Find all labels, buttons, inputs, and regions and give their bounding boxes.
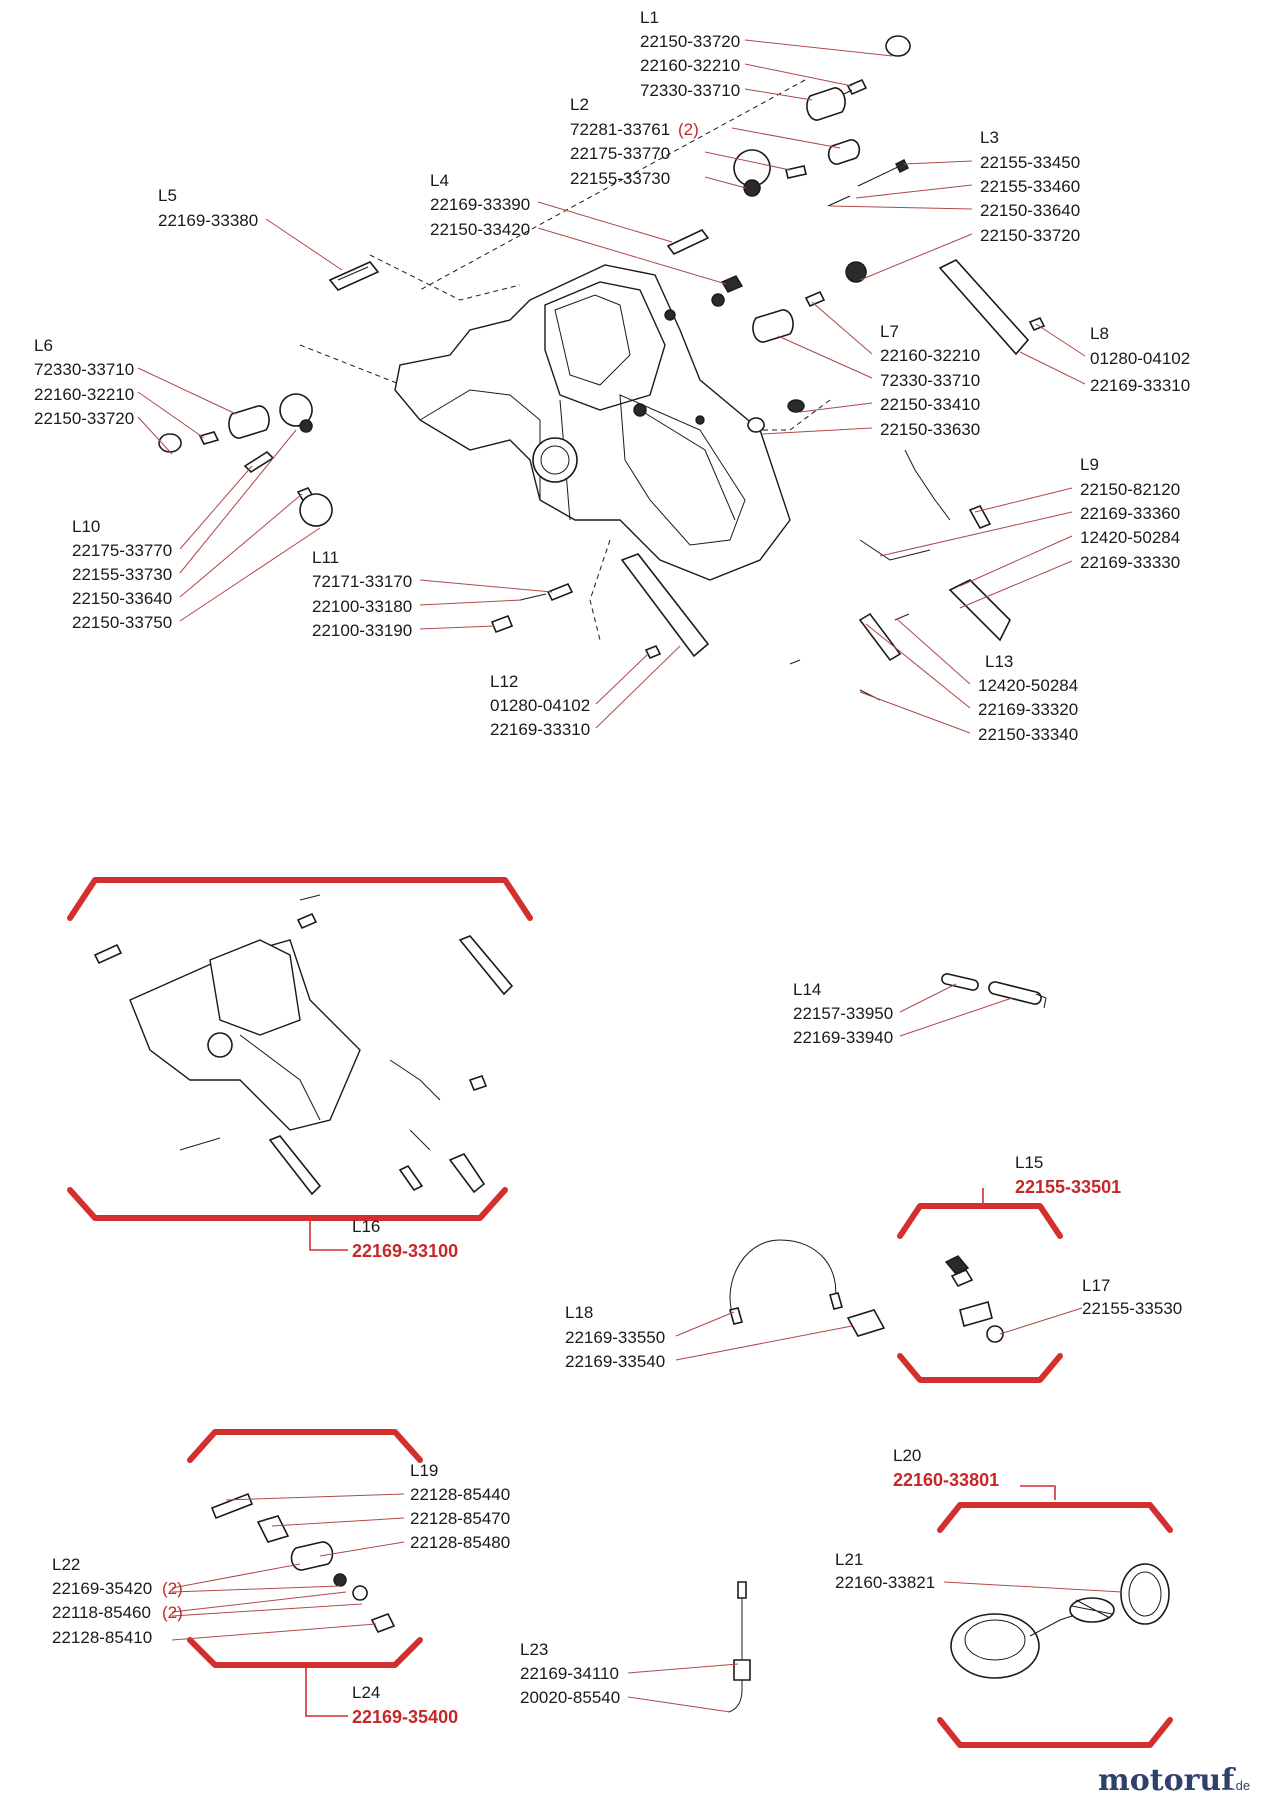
part-number: 22150-82120 [1080,480,1180,499]
part-number: 22160-32210 [640,56,740,75]
part-number: 22150-33720 [34,409,134,428]
assembly-number: 22169-35400 [352,1707,458,1727]
part-number: 22150-33720 [640,32,740,51]
main-leader-lines [137,39,1086,734]
l16-assembly-drawing [67,877,533,1251]
assembly-number: 22169-33100 [352,1241,458,1261]
group-id-l12: L12 [490,672,518,691]
part-number: 22128-85470 [410,1509,510,1528]
part-number: 22150-33630 [880,420,980,439]
part-number: 20020-85540 [520,1688,620,1707]
assembly-number: 22160-33801 [893,1470,999,1490]
group-id-l16: L16 [352,1217,380,1236]
part-number: 22169-33390 [430,195,530,214]
group-id-l7: L7 [880,322,899,341]
l20-assembly-drawing [937,1485,1173,1748]
group-id-l9: L9 [1080,455,1099,474]
group-id-l19: L19 [410,1461,438,1480]
part-number: 22118-85460 [52,1603,151,1622]
group-id-l1: L1 [640,8,659,27]
part-number: 22128-85480 [410,1533,510,1552]
part-number: 22175-33770 [72,541,172,560]
part-number: 22150-33720 [980,226,1080,245]
part-number: 22155-33450 [980,153,1080,172]
part-number: 72330-33710 [880,371,980,390]
main-housing-drawing [158,35,1046,701]
part-number: 22169-33320 [978,700,1078,719]
logo-text: motoruf [1098,1763,1236,1798]
part-number: 22100-33180 [312,597,412,616]
group-id-l22: L22 [52,1555,80,1574]
part-number: 22150-33640 [980,201,1080,220]
group-id-l15: L15 [1015,1153,1043,1172]
logo-suffix: .de [1232,1778,1250,1793]
quantity-badge: (2) [162,1603,183,1622]
quantity-badge: (2) [678,120,699,139]
part-number: 22160-32210 [880,346,980,365]
l15-assembly-drawing [897,1188,1083,1383]
part-number: 22150-33640 [72,589,172,608]
part-number: 22155-33530 [1082,1299,1182,1318]
part-number: 22150-33340 [978,725,1078,744]
part-number: 22155-33730 [570,169,670,188]
part-number: 22150-33420 [430,220,530,239]
part-number: 22150-33750 [72,613,172,632]
part-number: 22175-33770 [570,144,670,163]
group-id-l21: L21 [835,1550,863,1569]
group-id-l24: L24 [352,1683,380,1702]
group-id-l13: L13 [985,652,1013,671]
part-number: 22169-33310 [490,720,590,739]
group-id-l23: L23 [520,1640,548,1659]
part-number: 72171-33170 [312,572,412,591]
group-id-l17: L17 [1082,1276,1110,1295]
group-id-l10: L10 [72,517,100,536]
part-number: 22169-33380 [158,211,258,230]
part-number: 22169-35420 [52,1579,152,1598]
group-id-l14: L14 [793,980,821,999]
group-id-l20: L20 [893,1446,921,1465]
part-number: 22169-33360 [1080,504,1180,523]
part-number: 12420-50284 [1080,528,1180,547]
part-number: 22155-33730 [72,565,172,584]
part-number: 22157-33950 [793,1004,893,1023]
part-number: 01280-04102 [490,696,590,715]
part-number: 22155-33460 [980,177,1080,196]
group-id-l4: L4 [430,171,449,190]
l23-tube-drawing [627,1581,751,1713]
l24-assembly-drawing [171,1429,423,1717]
group-id-l5: L5 [158,186,177,205]
part-number: 22169-33550 [565,1328,665,1347]
part-number: 22169-33540 [565,1352,665,1371]
part-number: 01280-04102 [1090,349,1190,368]
part-number: 22160-32210 [34,385,134,404]
part-number: 22169-33330 [1080,553,1180,572]
motoruf-logo: motoruf .de [1098,1763,1250,1798]
part-number: 22150-33410 [880,395,980,414]
part-number: 22169-34110 [520,1664,619,1683]
l18-cable-drawing [675,1239,886,1361]
group-id-l11: L11 [312,548,339,567]
group-id-l6: L6 [34,336,53,355]
group-id-l18: L18 [565,1303,593,1322]
l14-pins-drawing [899,973,1047,1037]
group-id-l8: L8 [1090,324,1109,343]
group-id-l3: L3 [980,128,999,147]
quantity-badge: (2) [162,1579,183,1598]
part-number: 72330-33710 [34,360,134,379]
part-number: 22169-33310 [1090,376,1190,395]
group-id-l2: L2 [570,95,589,114]
part-number: 12420-50284 [978,676,1078,695]
part-number: 22128-85440 [410,1485,510,1504]
part-number: 72281-33761 [570,120,670,139]
part-number: 22169-33940 [793,1028,893,1047]
part-number: 72330-33710 [640,81,740,100]
part-number: 22160-33821 [835,1573,935,1592]
part-number: 22128-85410 [52,1628,152,1647]
part-number: 22100-33190 [312,621,412,640]
assembly-number: 22155-33501 [1015,1177,1121,1197]
